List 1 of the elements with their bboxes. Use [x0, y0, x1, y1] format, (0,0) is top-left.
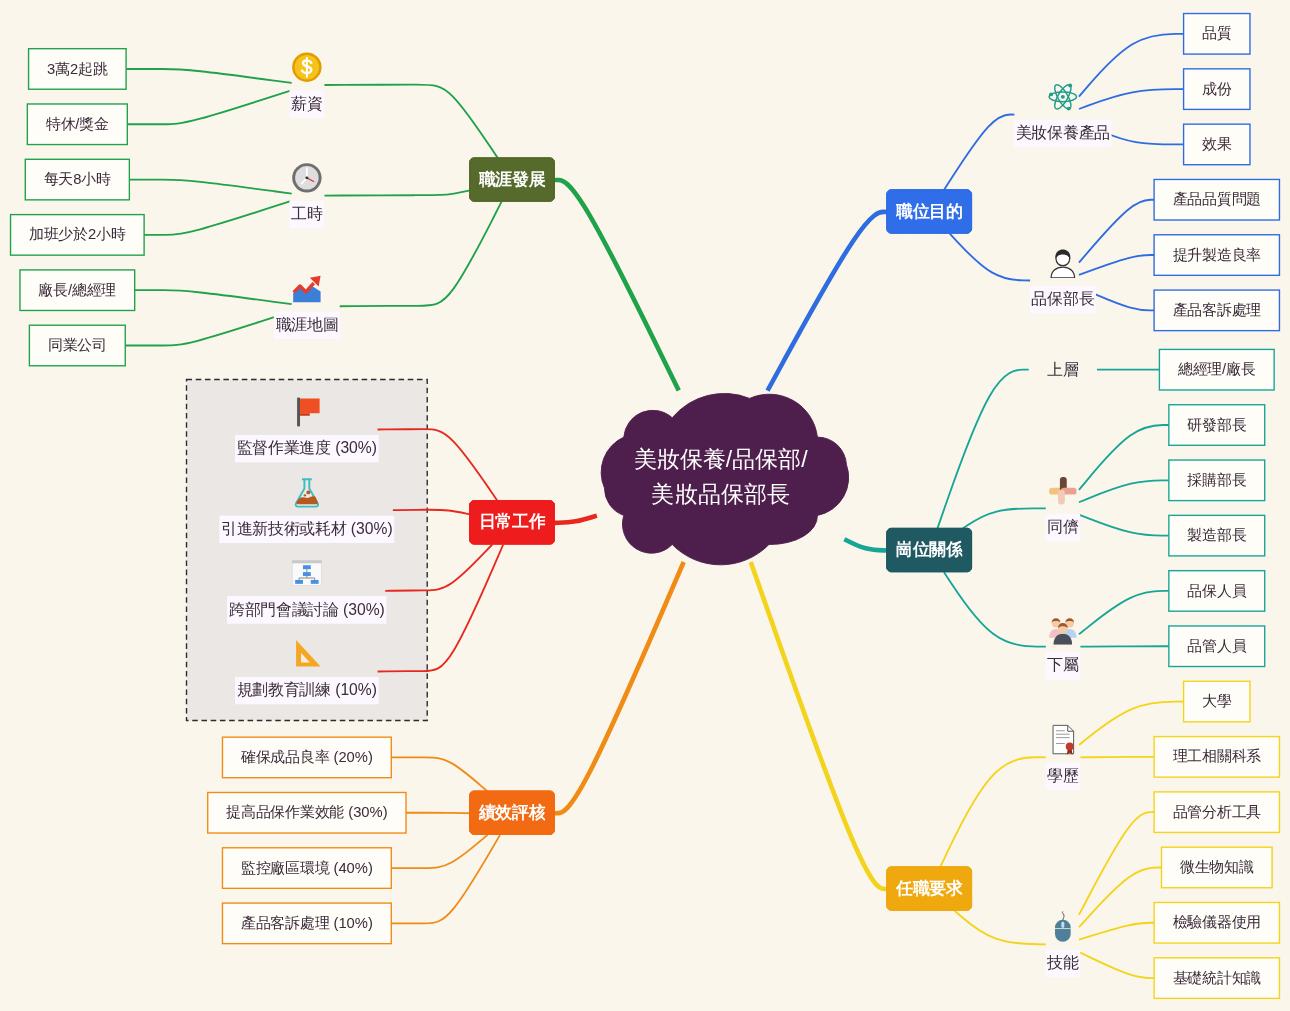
node-text: 上層 — [1047, 360, 1079, 378]
